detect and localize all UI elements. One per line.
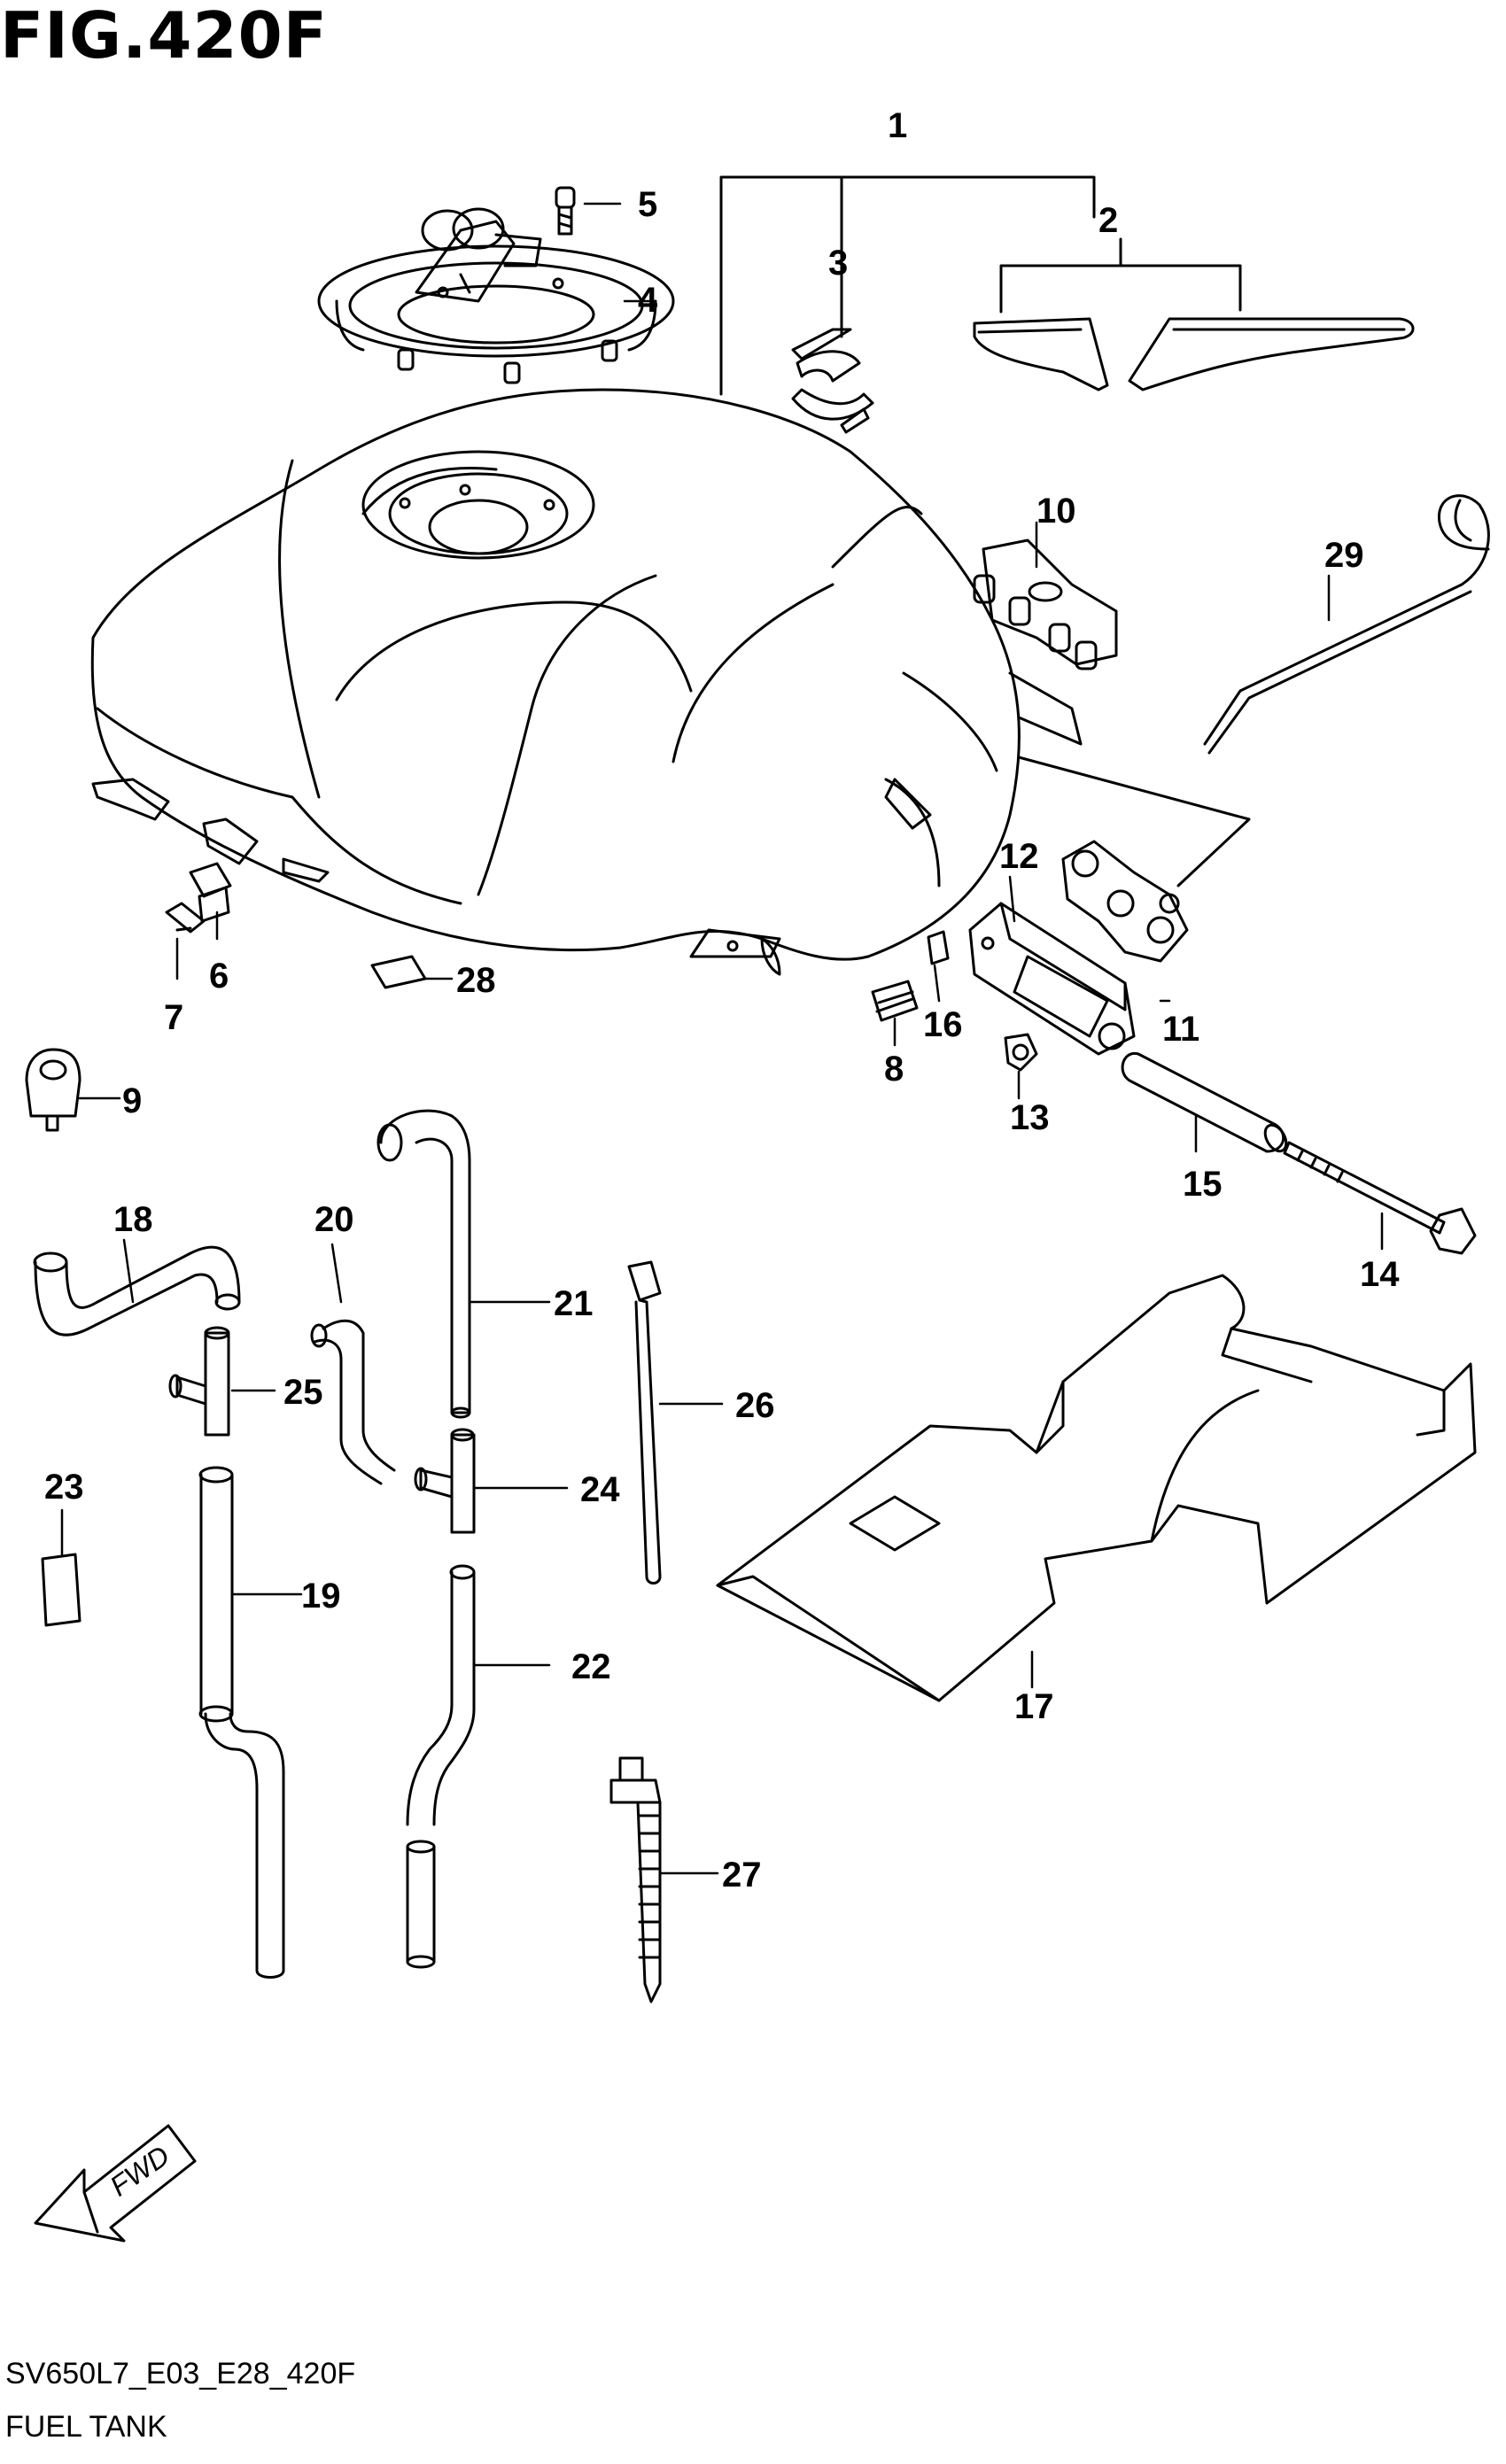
callout-21: 21 xyxy=(554,1284,594,1323)
rubber-bracket-part-10 xyxy=(973,539,1118,670)
clamp-tie-part-27 xyxy=(609,1756,662,2003)
bolt-part-7 xyxy=(165,902,206,934)
diagram-code: SV650L7_E03_E28_420F xyxy=(5,2357,356,2390)
hose-part-19 xyxy=(198,1466,285,1979)
figure-title: FIG.420F xyxy=(0,0,328,73)
bolt-part-5 xyxy=(555,186,576,236)
rod-part-29 xyxy=(1203,494,1490,755)
callout-16: 16 xyxy=(923,1005,963,1044)
callout-28: 28 xyxy=(456,961,496,1000)
grommet-part-8 xyxy=(871,980,919,1022)
callout-26: 26 xyxy=(735,1386,775,1425)
cable-tie-part-26 xyxy=(627,1260,662,1585)
hose-part-21 xyxy=(376,1109,471,1419)
label-part-28 xyxy=(370,955,427,989)
callout-13: 13 xyxy=(1010,1098,1050,1137)
callout-7: 7 xyxy=(164,998,183,1037)
hose-part-22 xyxy=(406,1564,476,1969)
callout-24: 24 xyxy=(580,1470,620,1509)
callout-8: 8 xyxy=(884,1050,904,1089)
cushion-part-6 xyxy=(189,862,232,923)
nut-part-13 xyxy=(1004,1033,1038,1072)
callout-1: 1 xyxy=(888,106,907,145)
callout-4: 4 xyxy=(638,281,658,320)
callout-11: 11 xyxy=(1162,1010,1199,1049)
joint-part-25 xyxy=(168,1326,230,1437)
pad-part-23 xyxy=(41,1553,82,1627)
joint-part-24 xyxy=(414,1428,476,1534)
sleeve-part-15 xyxy=(1121,1051,1288,1153)
fwd-arrow-icon: FWD xyxy=(34,2124,197,2243)
collar-part-16 xyxy=(927,930,950,965)
callout-29: 29 xyxy=(1324,536,1364,575)
bolt-part-14 xyxy=(1283,1141,1477,1255)
fuel-cap-assembly xyxy=(317,207,675,384)
hose-part-20 xyxy=(310,1319,396,1485)
bracket-part-12 xyxy=(968,902,1136,1056)
callout-numbers: 1 2 3 4 5 6 7 8 9 10 11 12 13 14 15 16 1… xyxy=(44,106,1400,1894)
diagram-name: FUEL TANK xyxy=(5,2410,167,2444)
callout-19: 19 xyxy=(301,1577,341,1616)
callout-17: 17 xyxy=(1014,1687,1054,1726)
callout-5: 5 xyxy=(638,185,657,224)
callout-22: 22 xyxy=(571,1647,611,1686)
cover-part-17 xyxy=(716,1274,1477,1702)
callout-9: 9 xyxy=(122,1081,142,1120)
callout-27: 27 xyxy=(722,1856,762,1894)
callout-14: 14 xyxy=(1360,1255,1400,1294)
hose-part-18 xyxy=(33,1245,241,1337)
callout-10: 10 xyxy=(1036,492,1076,531)
callout-25: 25 xyxy=(283,1373,323,1412)
leader-lines-11 xyxy=(1017,755,1251,887)
leader-lines xyxy=(60,202,1384,1875)
callout-12: 12 xyxy=(999,837,1039,876)
damper-part-9 xyxy=(25,1048,82,1132)
fuel-tank-body xyxy=(90,388,1083,976)
callout-3: 3 xyxy=(828,244,848,283)
emblem-part-3 xyxy=(791,328,874,434)
callout-6: 6 xyxy=(209,957,229,996)
bracket-callout-1 xyxy=(719,175,1096,396)
callout-23: 23 xyxy=(44,1468,84,1507)
bracket-part-11 xyxy=(1061,840,1189,963)
callout-15: 15 xyxy=(1183,1165,1223,1204)
callout-2: 2 xyxy=(1098,201,1118,240)
callout-18: 18 xyxy=(113,1200,153,1239)
side-covers-part-2 xyxy=(973,237,1415,391)
callout-20: 20 xyxy=(314,1200,354,1239)
